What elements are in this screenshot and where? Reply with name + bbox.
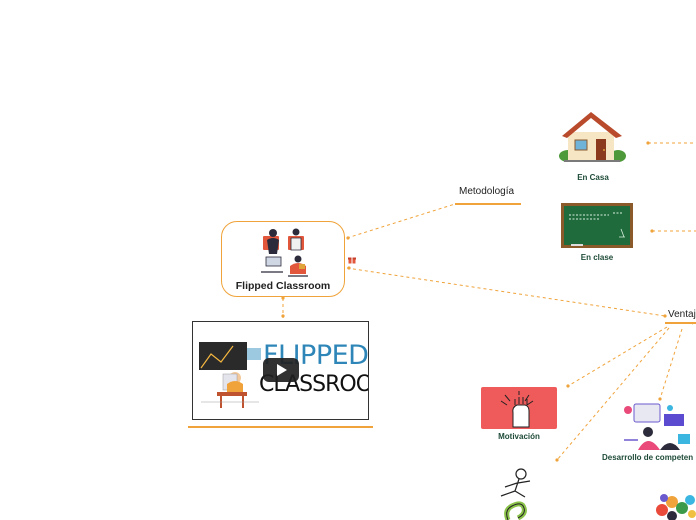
play-button-icon[interactable] (263, 358, 299, 382)
team-collaboration-illustration[interactable] (620, 400, 696, 452)
ventajas-underline (665, 322, 696, 324)
link-central-metodologia (346, 203, 456, 239)
link-central-ventajas (346, 267, 666, 317)
house-icon[interactable] (558, 110, 626, 164)
raised-fist-icon[interactable] (481, 387, 557, 429)
central-node-flipped-classroom[interactable]: Flipped Classroom (221, 221, 345, 297)
caption-en-clase: En clase (580, 253, 614, 262)
gift-icon[interactable] (348, 256, 356, 264)
topic-metodologia[interactable]: Metodología (459, 186, 515, 197)
caption-en-casa: En Casa (577, 173, 609, 182)
link-ventajas-question (556, 327, 670, 461)
caption-desarrollo: Desarrollo de competen (602, 453, 694, 462)
video-thumbnail[interactable]: FLIPPED CLASSROOM (192, 321, 369, 420)
topic-ventajas[interactable]: Ventaj (668, 309, 696, 320)
central-node-title: Flipped Classroom (235, 280, 331, 292)
chalkboard-icon[interactable] (561, 203, 633, 248)
metodologia-underline (455, 203, 521, 205)
classroom-illustration (199, 342, 261, 408)
link-ventajas-motivacion (567, 326, 668, 387)
colorful-dots-illustration[interactable] (652, 492, 696, 520)
people-laptop-illustration (261, 228, 308, 277)
question-person-illustration[interactable] (488, 466, 540, 520)
link-ventajas-desarrollo (659, 328, 683, 400)
video-underline (188, 426, 373, 428)
caption-motivacion: Motivación (498, 432, 540, 441)
